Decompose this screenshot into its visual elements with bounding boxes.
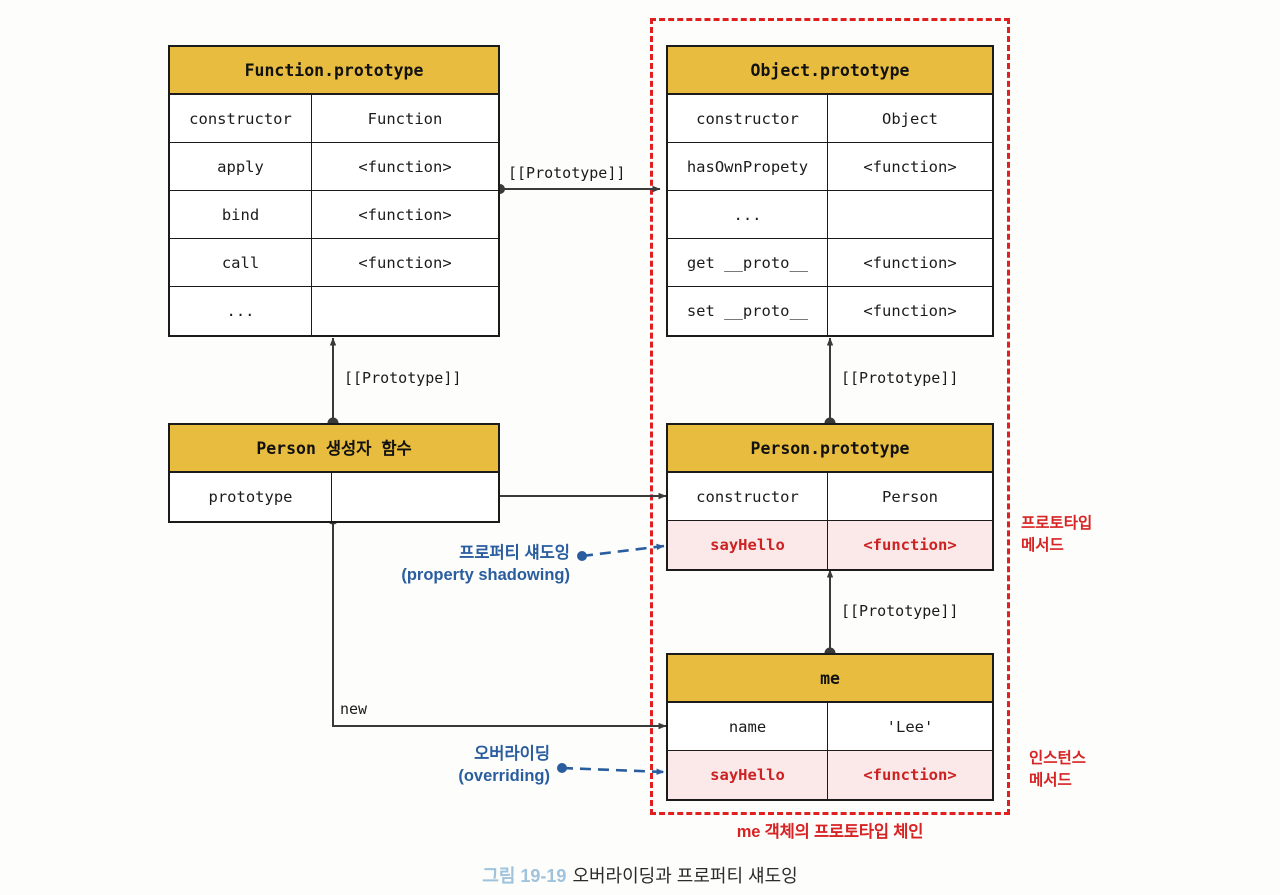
property-key: sayHello (668, 521, 828, 569)
property-key: ... (668, 191, 828, 238)
property-value (332, 473, 498, 521)
annotation-prototype-method: 프로토타입 메서드 (1021, 513, 1092, 556)
property-value: <function> (863, 766, 957, 784)
table-row: get __proto__ <function> (668, 239, 992, 287)
object-me-instance: me name 'Lee' sayHello <function> (666, 653, 994, 801)
property-value: Function (367, 109, 443, 128)
table-row-highlighted: sayHello <function> (668, 521, 992, 569)
property-key: bind (170, 191, 312, 238)
edge-label-personproto-objproto: [[Prototype]] (841, 369, 959, 387)
annotation-line-1: 프로퍼티 섀도잉 (459, 544, 570, 562)
edge-label-new: new (340, 700, 368, 718)
object-person-prototype: Person.prototype constructor Person sayH… (666, 423, 994, 571)
table-row: ... (668, 191, 992, 239)
edge-personfn-to-fnproto (327, 337, 339, 429)
object-title: Object.prototype (668, 47, 992, 95)
table-row: constructor Object (668, 95, 992, 143)
annotation-instance-method: 인스턴스 메서드 (1029, 748, 1086, 791)
annotation-property-shadowing: 프로퍼티 섀도잉 (property shadowing) (300, 542, 570, 587)
object-title: Person.prototype (668, 425, 992, 473)
property-key: get __proto__ (668, 239, 828, 286)
annotation-line-2: (property shadowing) (401, 566, 570, 585)
property-value (312, 287, 498, 335)
property-value: <function> (358, 253, 452, 272)
object-object-prototype: Object.prototype constructor Object hasO… (666, 45, 994, 337)
table-row: call <function> (170, 239, 498, 287)
property-key: name (668, 703, 828, 750)
annotation-line-2: 메서드 (1029, 771, 1072, 789)
table-row: bind <function> (170, 191, 498, 239)
table-row: ... (170, 287, 498, 335)
property-value (828, 191, 992, 238)
edge-fnproto-to-objproto (495, 184, 661, 194)
table-row-highlighted: sayHello <function> (668, 751, 992, 799)
property-key: constructor (170, 95, 312, 142)
property-value: Object (882, 109, 938, 128)
object-title: Person 생성자 함수 (170, 425, 498, 473)
property-key: constructor (668, 95, 828, 142)
table-row: hasOwnPropety <function> (668, 143, 992, 191)
property-key: set __proto__ (668, 287, 828, 335)
property-value: <function> (863, 157, 957, 176)
property-key: prototype (170, 473, 332, 521)
property-key: sayHello (668, 751, 828, 799)
object-person-constructor: Person 생성자 함수 prototype (168, 423, 500, 523)
table-row: constructor Person (668, 473, 992, 521)
figure-caption-text: 오버라이딩과 프로퍼티 섀도잉 (572, 866, 798, 886)
property-value: <function> (863, 302, 957, 320)
property-value: <function> (358, 157, 452, 176)
property-value: <function> (863, 536, 957, 554)
property-key: call (170, 239, 312, 286)
table-row: set __proto__ <function> (668, 287, 992, 335)
property-value: <function> (358, 205, 452, 224)
table-row: constructor Function (170, 95, 498, 143)
prototype-chain-caption: me 객체의 프로토타입 체인 (736, 823, 924, 841)
edge-label-me-personproto: [[Prototype]] (841, 602, 959, 620)
annotation-line-1: 인스턴스 (1029, 750, 1087, 767)
prototype-chain-region (650, 18, 1010, 815)
edge-label-personfn-fnproto: [[Prototype]] (344, 369, 462, 387)
annotation-line-2: (overriding) (458, 767, 550, 786)
property-key: apply (170, 143, 312, 190)
table-row: prototype (170, 473, 498, 521)
figure-number: 그림 19-19 (482, 866, 567, 886)
property-value: Person (882, 487, 938, 506)
property-key: constructor (668, 473, 828, 520)
annotation-line-1: 프로토타입 (1021, 515, 1093, 532)
table-row: name 'Lee' (668, 703, 992, 751)
property-value: 'Lee' (886, 717, 934, 736)
annotation-overriding: 오버라이딩 (overriding) (300, 743, 550, 788)
annotation-line-2: 메서드 (1021, 536, 1064, 554)
edge-label-fnproto-objproto: [[Prototype]] (508, 164, 626, 182)
property-value: <function> (863, 253, 957, 272)
property-key: ... (170, 287, 312, 335)
object-function-prototype: Function.prototype constructor Function … (168, 45, 500, 337)
edge-overriding (557, 763, 665, 775)
object-title: me (668, 655, 992, 703)
table-row: apply <function> (170, 143, 498, 191)
annotation-line-1: 오버라이딩 (474, 745, 550, 763)
property-key: hasOwnPropety (668, 143, 828, 190)
object-title: Function.prototype (170, 47, 498, 95)
